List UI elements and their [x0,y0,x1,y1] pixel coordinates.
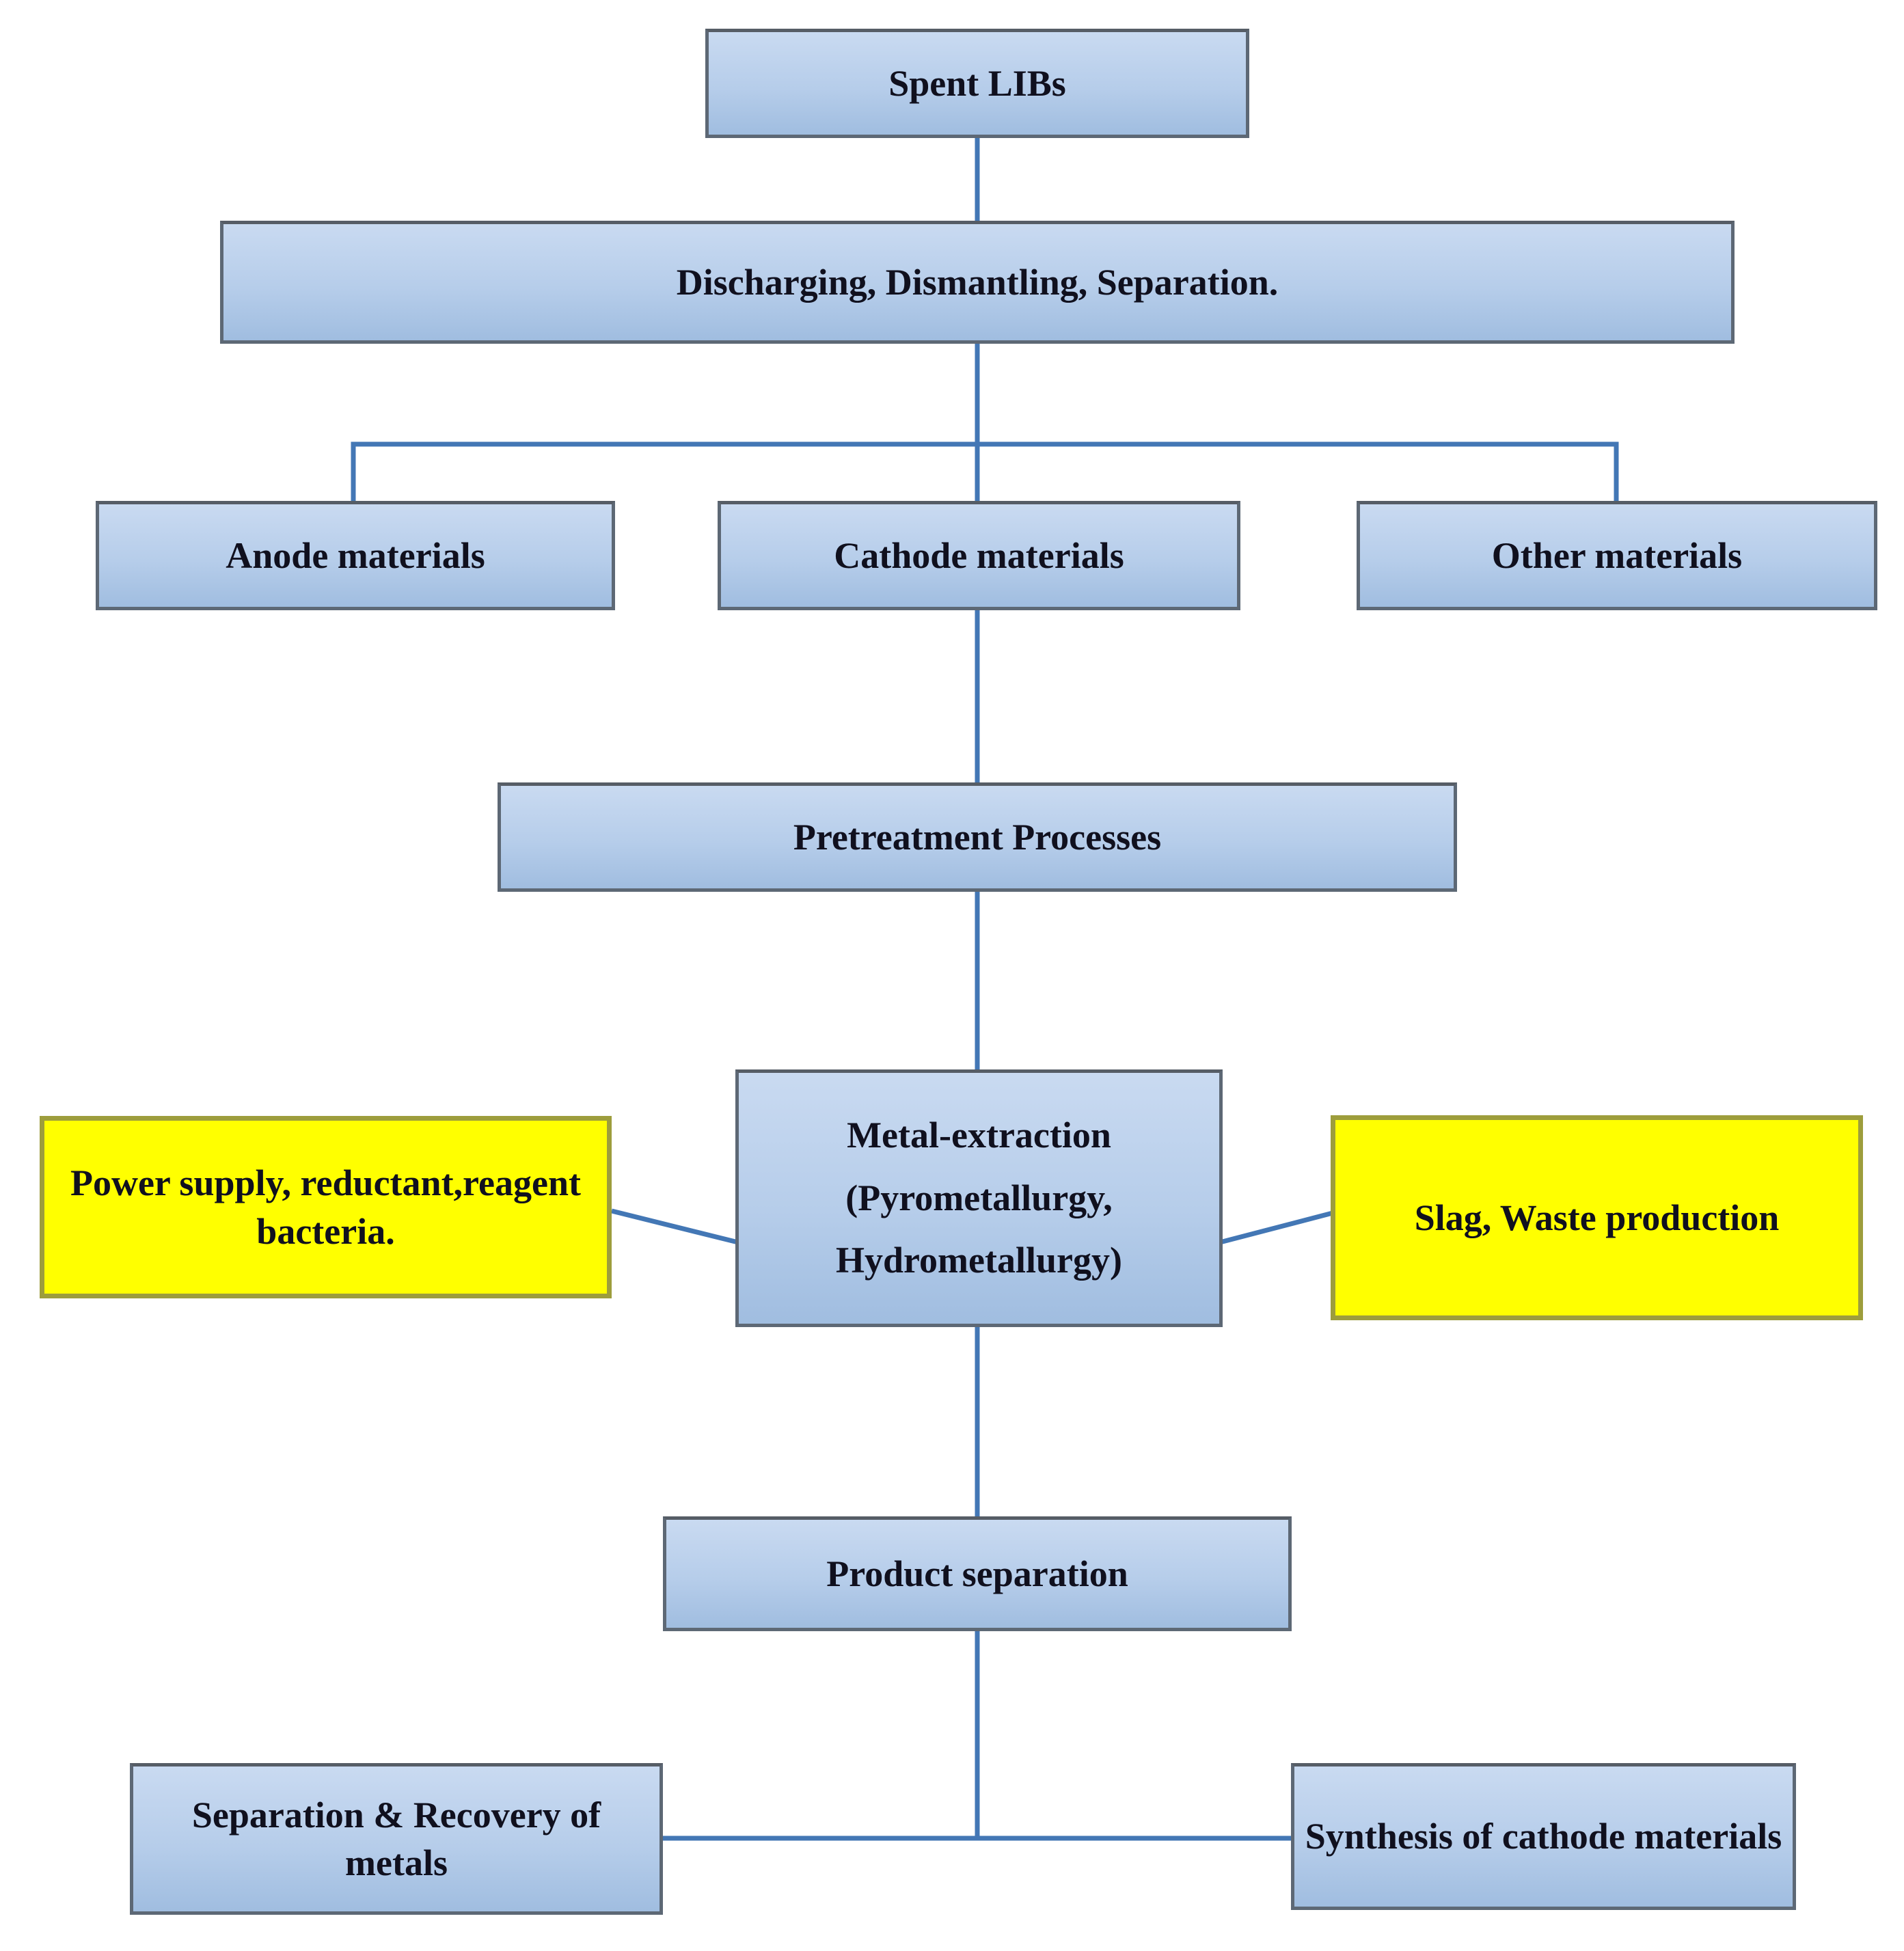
node-power-supply-line2: bacteria. [256,1210,395,1252]
node-synthesis-cathode-materials: Synthesis of cathode materials [1291,1763,1796,1910]
node-pretreatment-processes: Pretreatment Processes [498,782,1457,892]
node-separation-recovery-metals: Separation & Recovery of metals [130,1763,663,1915]
node-anode-label: Anode materials [226,534,485,576]
node-metal-extraction: Metal-extraction (Pyrometallurgy, Hydrom… [735,1069,1223,1327]
node-discharging-dismantling-separation: Discharging, Dismantling, Separation. [220,221,1735,344]
node-power-supply-line1: Power supply, reductant,reagent [70,1162,581,1204]
node-slag-waste-label: Slag, Waste production [1414,1197,1780,1238]
node-metal-extraction-line1: Metal-extraction [847,1114,1111,1156]
node-synthesis-label: Synthesis of cathode materials [1305,1816,1782,1857]
node-product-separation-label: Product separation [826,1553,1128,1594]
node-anode-materials: Anode materials [96,501,615,610]
node-metal-extraction-line2: (Pyrometallurgy, [845,1177,1113,1218]
node-spent-libs: Spent LIBs [705,29,1249,138]
node-other-materials: Other materials [1357,501,1877,610]
node-cathode-label: Cathode materials [834,534,1124,576]
connector-metal-to-slag [1219,1210,1333,1245]
node-other-label: Other materials [1491,534,1743,576]
node-discharging-label: Discharging, Dismantling, Separation. [676,261,1279,303]
node-pretreatment-label: Pretreatment Processes [793,816,1162,858]
connector-powersupply-to-metal [611,1208,739,1245]
node-metal-extraction-line3: Hydrometallurgy) [836,1240,1122,1281]
node-power-supply-reagent: Power supply, reductant,reagent bacteria… [40,1116,612,1298]
node-separation-recovery-line1: Separation & Recovery of [191,1794,601,1836]
node-product-separation: Product separation [663,1516,1292,1631]
node-separation-recovery-line2: metals [345,1842,448,1883]
node-cathode-materials: Cathode materials [718,501,1240,610]
node-spent-libs-label: Spent LIBs [888,62,1066,104]
connector-branch-rail [351,441,1619,501]
node-slag-waste-production: Slag, Waste production [1331,1115,1863,1320]
